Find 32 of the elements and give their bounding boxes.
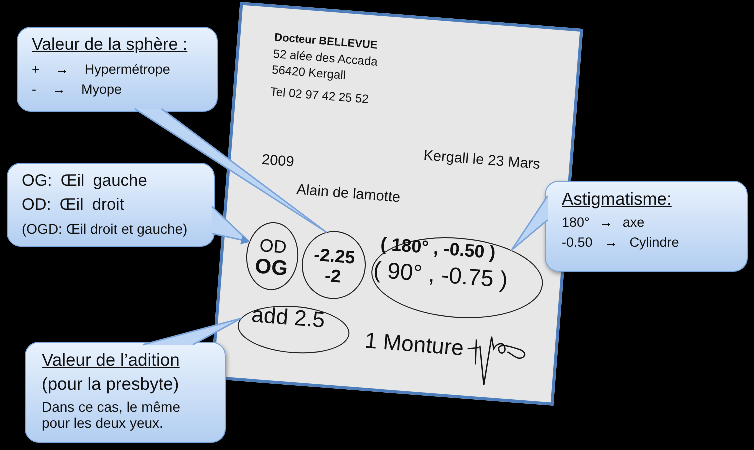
date-text: 2009 (261, 152, 295, 172)
eye-label: OD (259, 236, 288, 258)
callout-text: (OGD: Œil droit et gauche) (22, 221, 188, 238)
callout-bubble (25, 342, 226, 443)
callout-text: - → Myope (32, 82, 122, 98)
axis-cylinder-values: ( 180° , -0.50 ) (380, 234, 497, 263)
callout-bubble (7, 163, 215, 247)
callout-text: -0.50 → Cylindre (562, 235, 680, 251)
addition-value: add 2.5 (250, 302, 326, 333)
callout-heading: Valeur de la sphère : (32, 35, 188, 55)
sphere-value: -2.25 (313, 246, 356, 269)
callout-pointer (142, 318, 242, 346)
callout-text: OG: Œil gauche (22, 172, 148, 191)
patient-name: Alain de lamotte (296, 182, 402, 207)
callout-bubble (545, 181, 748, 272)
eye-label: OG (254, 255, 289, 282)
callout-pointer (511, 195, 549, 252)
callout-text: (pour la presbyte) (42, 374, 180, 394)
prescription-item: 1 Monture (364, 328, 465, 361)
place-date-text: Kergall le 23 Mars (423, 148, 541, 174)
callout-heading: Astigmatisme: (562, 189, 672, 210)
callout-text: 180° → axe (562, 215, 645, 231)
callout-pointer (134, 108, 328, 234)
callout-text: OD: Œil droit (22, 196, 124, 215)
callout-heading: Valeur de l’adition (42, 350, 180, 370)
callout-text: Dans ce cas, le même pour les deux yeux. (42, 399, 182, 432)
callout-pointer (211, 206, 250, 245)
sphere-value: -2 (324, 266, 342, 288)
phone-number: Tel 02 97 42 25 52 (270, 86, 370, 108)
callout-text: + → Hypermétrope (32, 62, 170, 78)
postal-address: 56420 Kergall (272, 64, 346, 84)
callout-bubble (17, 27, 218, 112)
